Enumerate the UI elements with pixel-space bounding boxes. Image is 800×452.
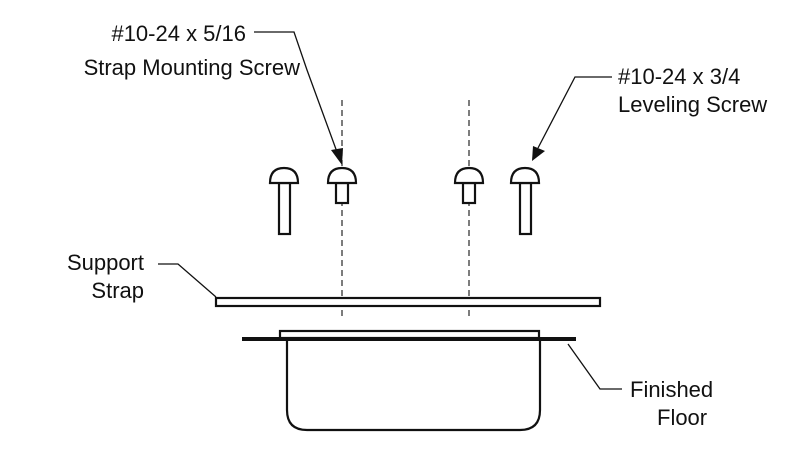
support-strap: [214, 296, 602, 308]
strap-mounting-screw-left: [326, 166, 358, 205]
finished-floor-leader-line: [567, 343, 622, 390]
leveling-screw-name-label: Leveling Screw: [618, 92, 767, 117]
callout-support-strap: Support Strap: [67, 250, 217, 303]
leveling-screw-arrowhead: [532, 146, 545, 161]
leveling-screw-leader-line: [537, 76, 612, 149]
leveling-screw-right: [509, 166, 541, 236]
finished-floor-label-line1: Finished: [630, 377, 713, 402]
callout-leveling-screw: #10-24 x 3/4 Leveling Screw: [532, 64, 767, 161]
support-strap-label-line2: Strap: [91, 278, 144, 303]
strap-screw-arrowhead: [331, 148, 343, 165]
finished-floor-surface: [242, 337, 576, 341]
callout-finished-floor: Finished Floor: [567, 343, 713, 430]
support-strap-label-line1: Support: [67, 250, 144, 275]
support-strap-leader-line: [158, 263, 217, 298]
strap-mounting-screw-right: [453, 166, 485, 205]
floor-box-flange: [278, 329, 541, 340]
callout-strap-mounting-screw: #10-24 x 5/16 Strap Mounting Screw: [84, 21, 343, 165]
floor-box: [285, 338, 542, 432]
leveling-screw-left: [268, 166, 300, 236]
strap-screw-name-label: Strap Mounting Screw: [84, 55, 301, 80]
strap-screw-size-label: #10-24 x 5/16: [111, 21, 246, 46]
finished-floor-label-line2: Floor: [657, 405, 707, 430]
strap-screw-leader-line: [254, 31, 338, 153]
leveling-screw-size-label: #10-24 x 3/4: [618, 64, 740, 89]
